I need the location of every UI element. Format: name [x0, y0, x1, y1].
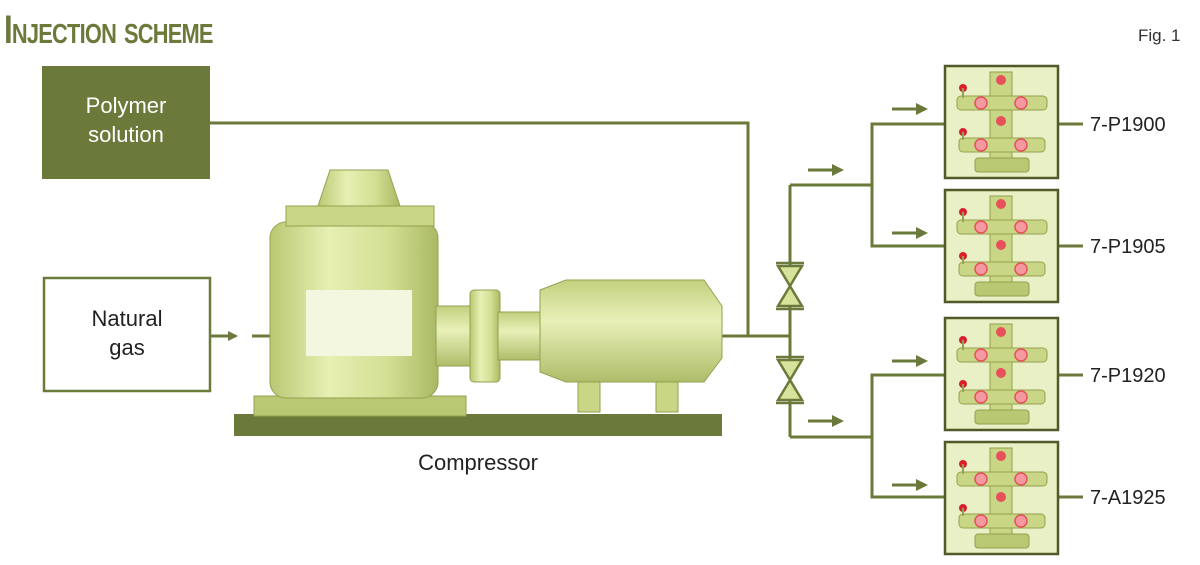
valve-lower-icon: [775, 355, 805, 405]
polymer-solution-box: Polymer solution: [42, 66, 210, 179]
gas-box-label-line1: Natural: [92, 306, 163, 331]
well-label-3: 7-P1920: [1090, 365, 1166, 387]
well-label-1: 7-P1900: [1090, 114, 1166, 136]
well-label-2: 7-P1905: [1090, 236, 1166, 258]
gas-box-label-line2: gas: [109, 335, 144, 360]
wellhead-1: [943, 64, 1060, 180]
compressor-label: Compressor: [418, 450, 538, 475]
figure-label: Fig. 1: [1138, 26, 1181, 45]
diagram-title: Injection scheme: [4, 8, 214, 52]
wellhead-4: [943, 440, 1060, 556]
arrow-icon: [892, 355, 928, 367]
arrow-icon: [808, 164, 844, 176]
polymer-box-label-line2: solution: [88, 122, 164, 147]
well-label-4: 7-A1925: [1090, 487, 1166, 509]
arrow-icon: [892, 103, 928, 115]
arrow-icon: [808, 415, 844, 427]
arrow-icon: [892, 227, 928, 239]
wellhead-3: [943, 316, 1060, 432]
flow-arrows: [214, 103, 928, 491]
valve-upper-icon: [775, 261, 805, 311]
polymer-line: [210, 121, 750, 336]
wellhead-2: [943, 188, 1060, 304]
polymer-box-label-line1: Polymer: [86, 93, 167, 118]
natural-gas-box: Natural gas: [42, 276, 212, 393]
arrow-icon: [214, 331, 238, 341]
lower-manifold-line: [870, 373, 945, 499]
upper-manifold-line: [870, 122, 945, 248]
arrow-icon: [892, 479, 928, 491]
compressor-base: [234, 414, 722, 436]
compressor: [234, 169, 723, 436]
